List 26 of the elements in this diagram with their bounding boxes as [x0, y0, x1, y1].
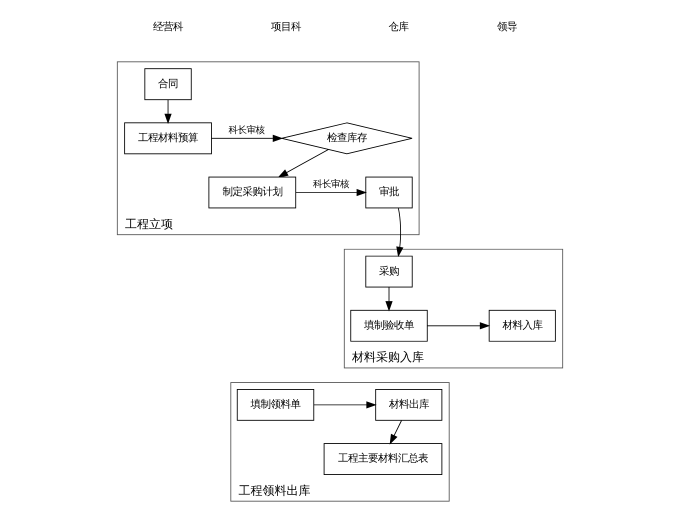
node-box: 材料出库	[375, 388, 442, 421]
arrow	[313, 401, 377, 408]
edge-label: 科长审核	[312, 179, 349, 190]
arrow	[278, 149, 329, 178]
arrow	[385, 286, 393, 312]
arrow	[426, 322, 490, 330]
node-box: 工程主要材料汇总表	[324, 443, 442, 475]
label: 仓库	[388, 21, 408, 34]
node-box: 工程材料预算	[124, 122, 212, 154]
arrow	[296, 188, 367, 196]
arrow	[390, 420, 402, 445]
arrow	[211, 134, 284, 142]
label: 项目科	[270, 21, 301, 34]
node-box: 填制领料单	[236, 388, 314, 421]
arrow	[396, 208, 404, 258]
label: 经营科	[153, 21, 184, 34]
node-box: 审批	[365, 176, 413, 208]
node-box: 填制验收单	[350, 310, 428, 342]
node-box: 采购	[365, 256, 413, 288]
node-box: 合同	[144, 68, 192, 100]
arrow	[164, 100, 172, 124]
node-box: 制定采购计划	[208, 176, 296, 208]
label: 领导	[496, 21, 517, 34]
node-box: 材料入库	[488, 310, 556, 342]
node-diamond: 检查库存	[281, 122, 413, 154]
edge-label: 科长审核	[228, 125, 265, 136]
